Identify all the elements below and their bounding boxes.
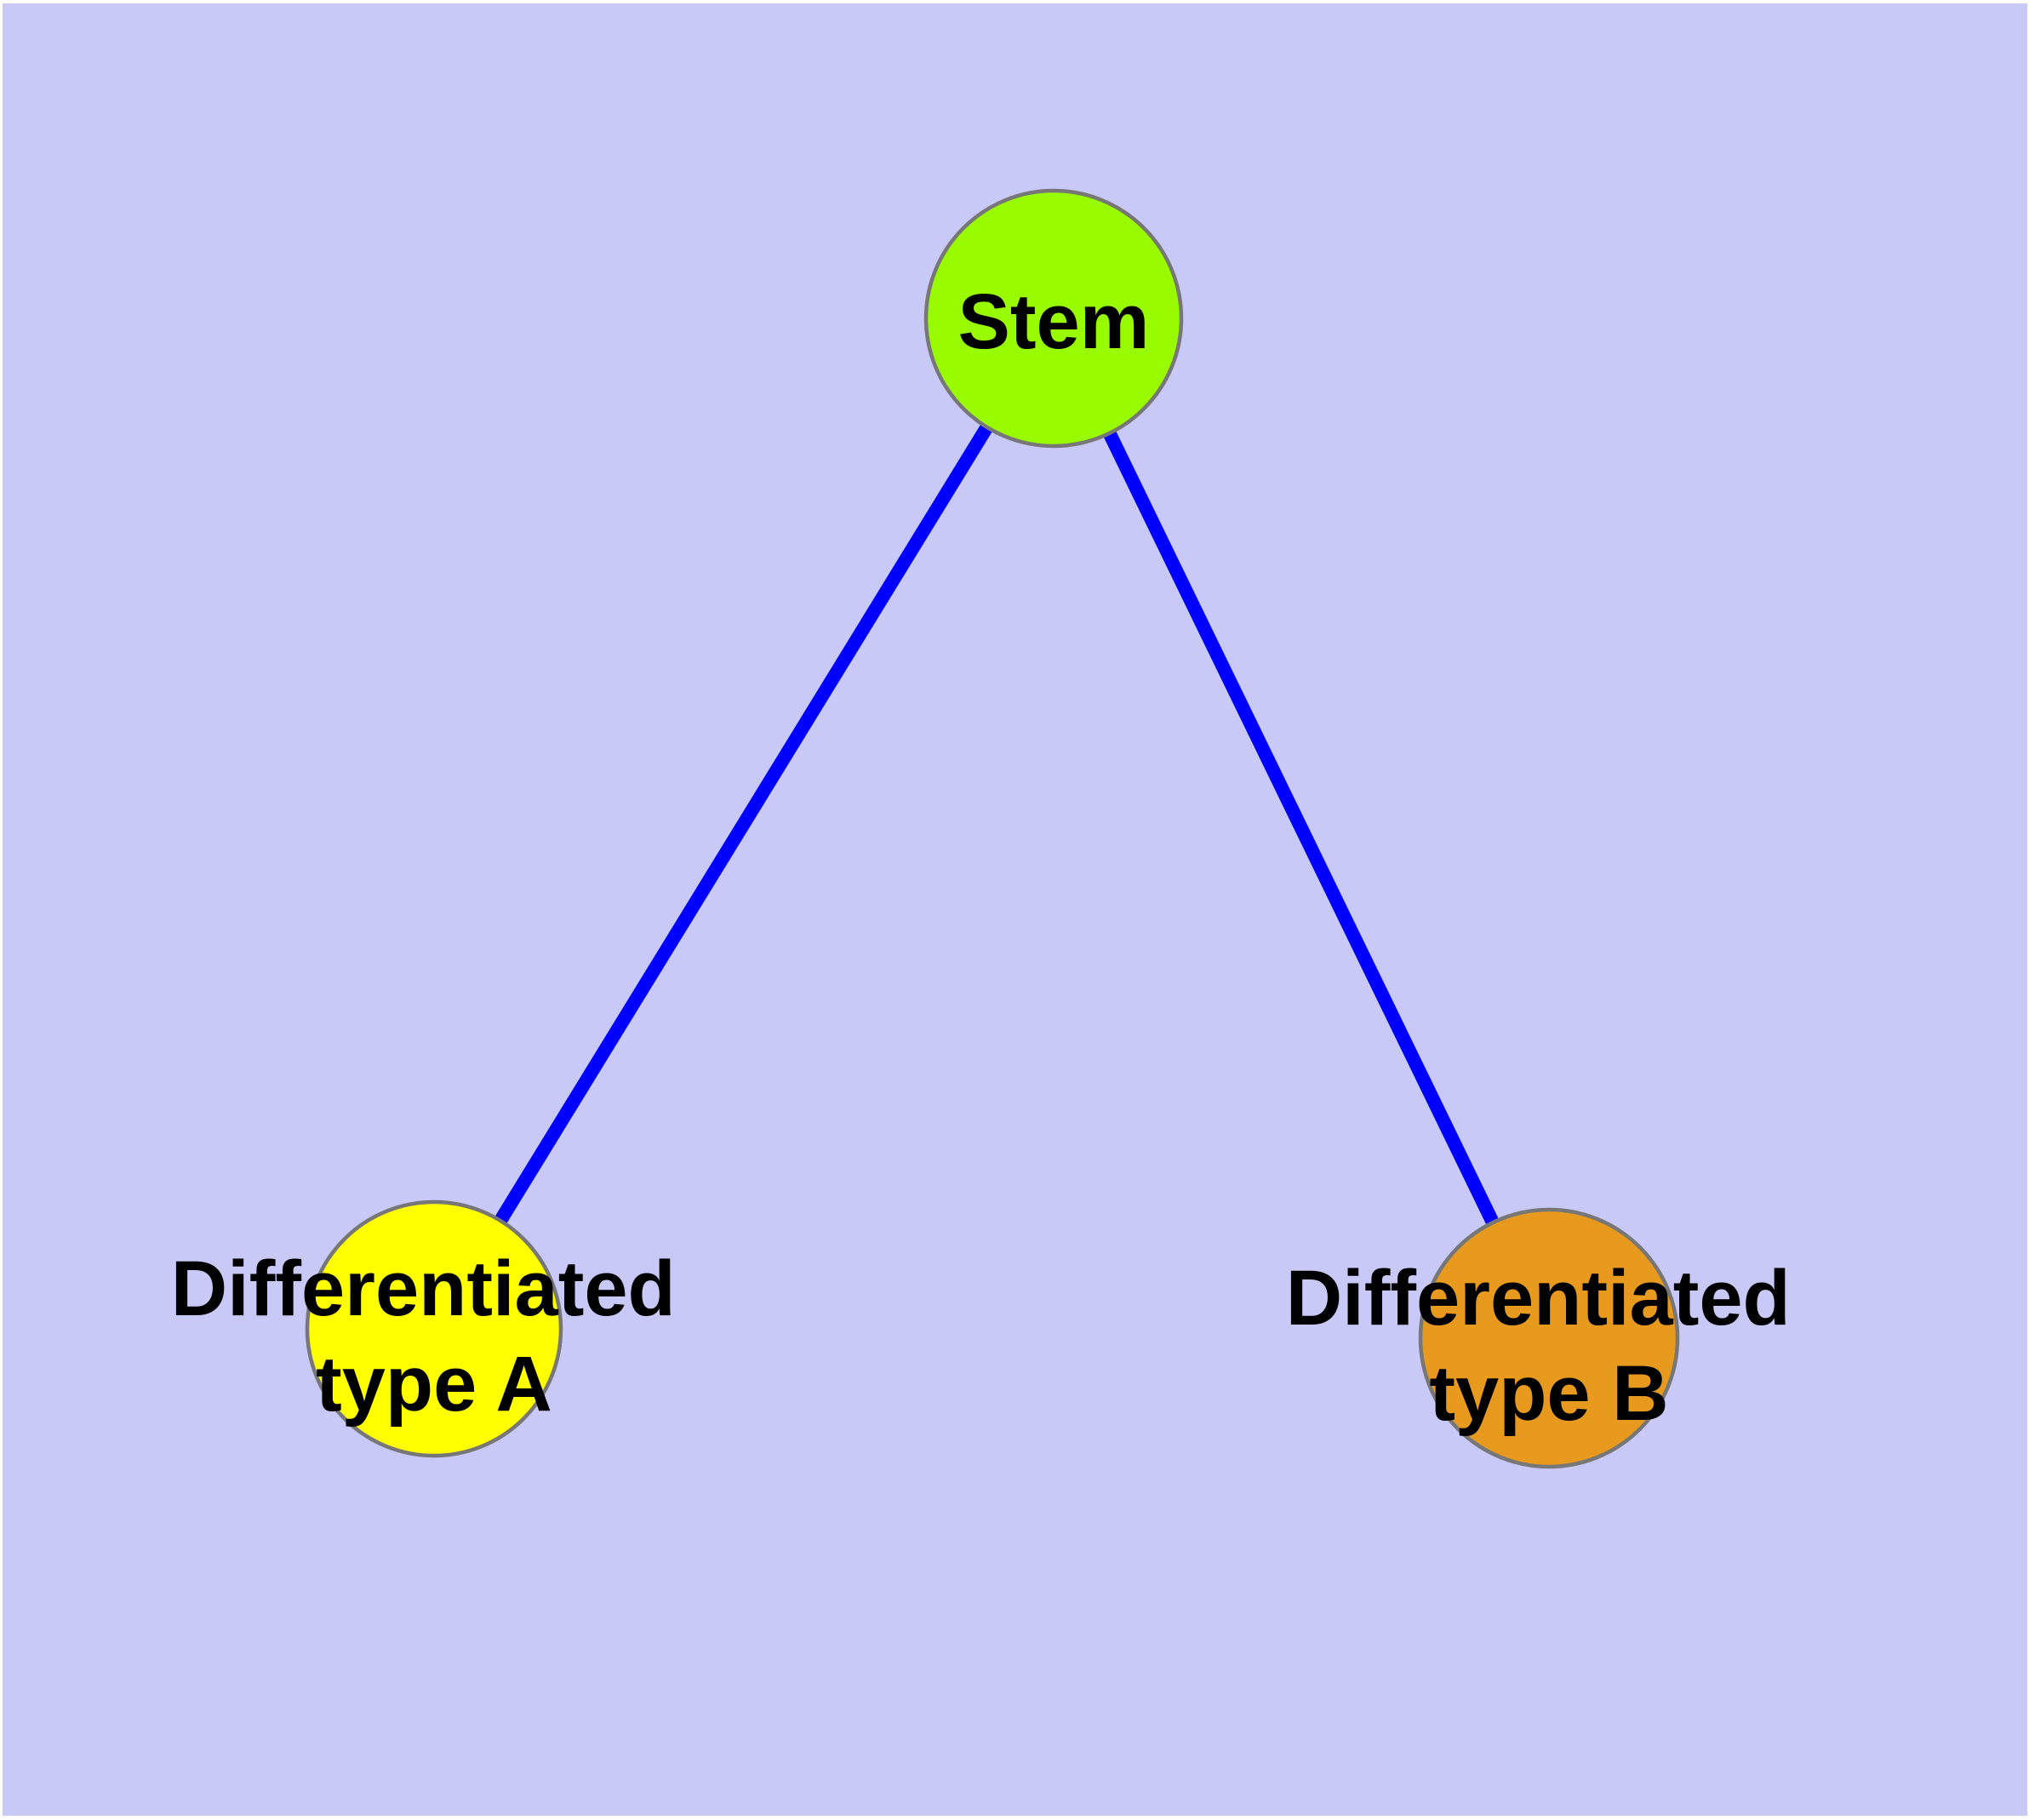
node-type-a-label-line2: type A (316, 1341, 552, 1428)
edge-stem-to-type-b (1047, 315, 1556, 1342)
node-type-b-label-line1: Differentiated (1286, 1255, 1791, 1342)
node-type-b-label: Differentiated type B (1286, 1255, 1813, 1437)
node-type-a-label-line1: Differentiated (171, 1245, 676, 1332)
node-stem (923, 188, 1184, 449)
edge-stem-to-type-a (428, 314, 1060, 1333)
node-differentiated-type-b (1418, 1207, 1680, 1469)
node-type-b-label-line2: type B (1429, 1350, 1668, 1437)
node-type-a-label: Differentiated type A (171, 1245, 698, 1428)
node-differentiated-type-a (305, 1199, 563, 1458)
node-stem-label: Stem (958, 278, 1150, 365)
